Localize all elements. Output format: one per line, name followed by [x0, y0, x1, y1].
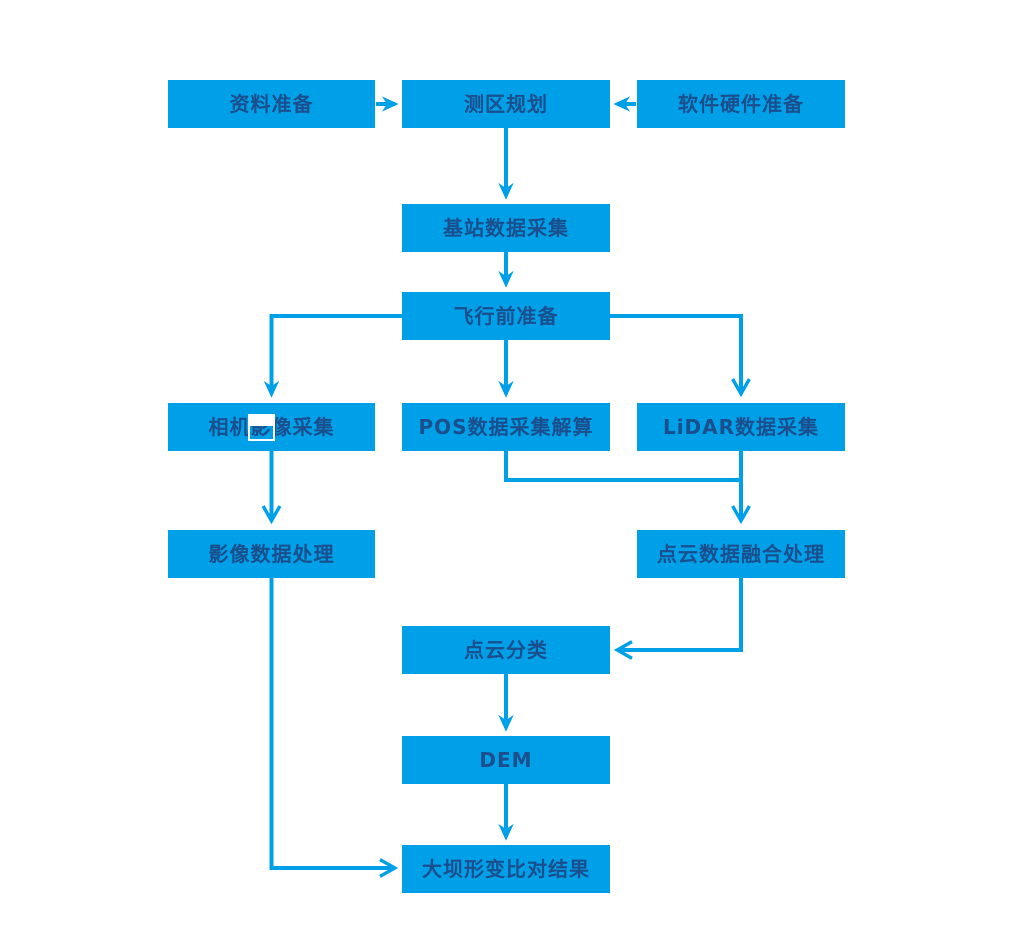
edge-image-data-processing-to-dam-deformation-comparison-result — [269, 578, 395, 868]
node-label: 大坝形变比对结果 — [422, 857, 590, 881]
node-label: 飞行前准备 — [453, 304, 559, 328]
node-label: 基站数据采集 — [443, 216, 569, 240]
node-label: DEM — [479, 748, 533, 772]
node-lidar-data-collection: LiDAR数据采集 — [637, 403, 845, 451]
node-label: LiDAR数据采集 — [662, 415, 820, 439]
node-image-data-processing: 影像数据处理 — [168, 530, 375, 578]
node-label: POS数据采集解算 — [418, 415, 594, 439]
node-label: 资料准备 — [229, 92, 314, 116]
label-segment-after: 像采集 — [271, 415, 335, 439]
node-dam-deformation-comparison-result: 大坝形变比对结果 — [402, 845, 610, 893]
node-label: 影像数据处理 — [208, 542, 335, 566]
node-point-cloud-fusion-processing: 点云数据融合处理 — [637, 530, 845, 578]
node-base-station-data-collection: 基站数据采集 — [402, 204, 610, 252]
node-survey-area-planning: 测区规划 — [402, 80, 610, 128]
edge-pre-flight-preparation-to-lidar-data-collection — [610, 314, 741, 393]
node-label: 软件硬件准备 — [678, 92, 804, 116]
node-camera-image-collection: 相机影像采集 — [168, 403, 375, 451]
node-label: 测区规划 — [464, 92, 548, 116]
edge-pre-flight-preparation-to-camera-image-collection — [263, 314, 402, 398]
node-point-cloud-classification: 点云分类 — [402, 626, 610, 674]
node-pos-data-collection-solution: POS数据采集解算 — [402, 403, 610, 451]
edge-pos-data-collection-solution-merge-line — [504, 451, 739, 482]
node-dem: DEM — [402, 736, 610, 784]
selected-character-highlight: 影 — [247, 414, 275, 441]
node-label: 相机影像采集 — [208, 414, 335, 441]
node-data-preparation: 资料准备 — [168, 80, 375, 128]
edge-point-cloud-fusion-processing-to-point-cloud-classification — [618, 578, 743, 650]
node-software-hardware-preparation: 软件硬件准备 — [637, 80, 845, 128]
node-label: 点云分类 — [464, 638, 548, 662]
node-pre-flight-preparation: 飞行前准备 — [402, 292, 610, 340]
node-label: 点云数据融合处理 — [657, 542, 825, 566]
label-segment-before: 相机 — [208, 415, 251, 439]
